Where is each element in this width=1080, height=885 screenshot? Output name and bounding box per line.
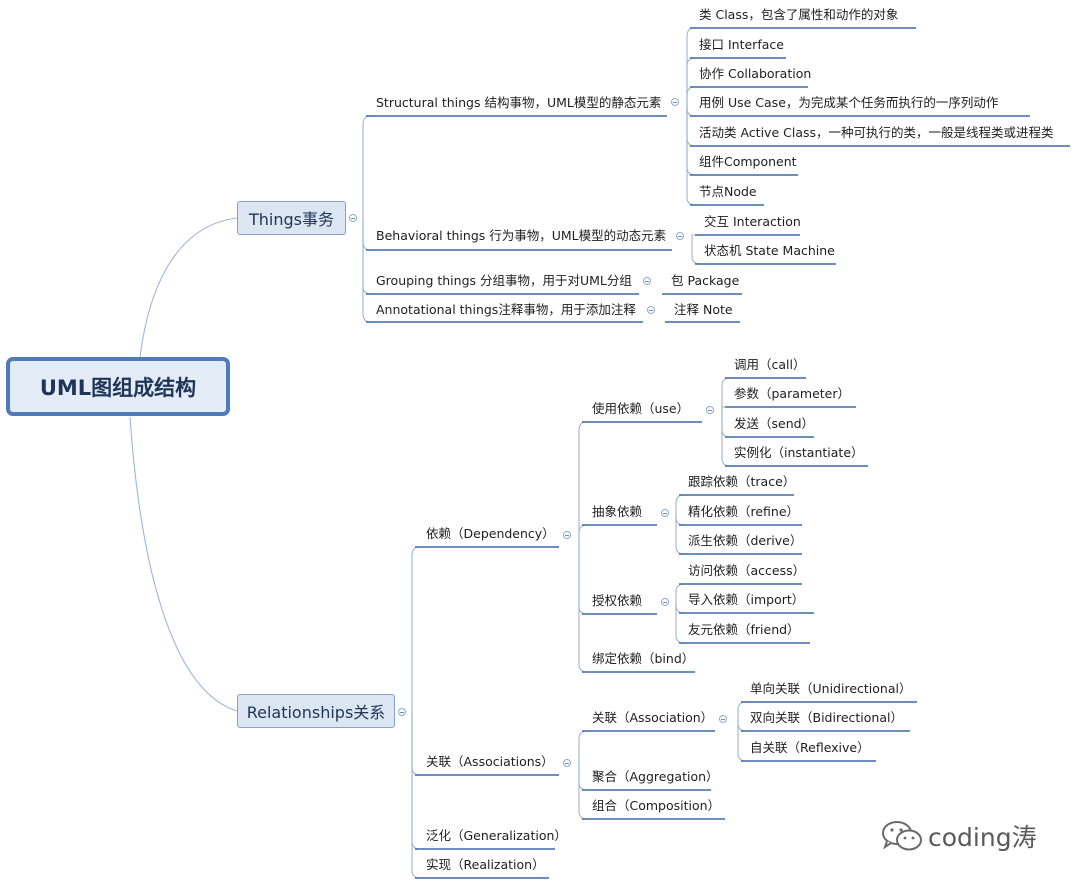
package-leaf[interactable]: 包 Package [671, 273, 740, 288]
connector-line [411, 711, 421, 776]
access-leaf[interactable]: 访问依赖（access） [688, 563, 806, 578]
call-leaf[interactable]: 调用（call） [734, 357, 806, 372]
connector-line [362, 218, 372, 323]
connector-line [578, 535, 588, 615]
connector-line [675, 513, 685, 526]
connector-line [578, 524, 588, 535]
wechat-icon [882, 821, 922, 851]
connector-line [686, 102, 696, 147]
connector-line [362, 115, 372, 218]
refine-leaf[interactable]: 精化依赖（refine） [688, 504, 800, 519]
collapse-toggle-icon[interactable] [643, 277, 651, 285]
use-dependency-node[interactable]: 使用依赖（use） [592, 401, 690, 416]
collapse-toggle-icon[interactable] [349, 214, 357, 222]
connector-line [691, 236, 701, 265]
derive-leaf[interactable]: 派生依赖（derive） [688, 533, 803, 548]
collapse-toggle-icon[interactable] [706, 406, 714, 414]
connector-line [578, 763, 588, 791]
class-leaf[interactable]: 类 Class，包含了属性和动作的对象 [699, 7, 899, 22]
connector-line [578, 730, 588, 763]
behavioral-things-node[interactable]: Behavioral things 行为事物，UML模型的动态元素 [376, 228, 667, 243]
connector-line [686, 57, 696, 102]
connector-line [721, 410, 731, 438]
bind-dependency-node[interactable]: 绑定依赖（bind） [592, 651, 695, 666]
relationships-node[interactable]: Relationships关系 [237, 694, 395, 728]
bidirectional-leaf[interactable]: 双向关联（Bidirectional） [750, 710, 903, 725]
connector-line [578, 763, 588, 820]
abstraction-dependency-node[interactable]: 抽象依赖 [592, 504, 643, 519]
connector-line [737, 719, 747, 762]
association-node[interactable]: 关联（Association） [592, 710, 714, 725]
watermark-text: coding涛 [928, 823, 1037, 852]
collapse-toggle-icon[interactable] [661, 598, 669, 606]
state-machine-leaf[interactable]: 状态机 State Machine [704, 243, 835, 258]
collapse-toggle-icon[interactable] [647, 306, 655, 314]
connector-line [578, 421, 588, 535]
generalization-node[interactable]: 泛化（Generalization） [426, 828, 567, 843]
root-label: UML图组成结构 [39, 375, 197, 400]
root-node[interactable]: UML图组成结构 [6, 357, 230, 416]
use-case-leaf[interactable]: 用例 Use Case，为完成某个任务而执行的一序列动作 [699, 95, 999, 110]
connector-line [675, 583, 685, 602]
connector-line [411, 711, 421, 879]
connector-line [686, 86, 696, 102]
connector-line [675, 602, 685, 614]
grouping-things-node[interactable]: Grouping things 分组事物，用于对UML分组 [376, 273, 632, 288]
connector-line [675, 494, 685, 513]
active-class-leaf[interactable]: 活动类 Active Class，一种可执行的类，一般是线程类或进程类 [699, 125, 1054, 140]
connector-line [139, 217, 238, 358]
trace-leaf[interactable]: 跟踪依赖（trace） [688, 474, 796, 489]
collapse-toggle-icon[interactable] [563, 759, 571, 767]
annotational-things-node[interactable]: Annotational things注释事物，用于添加注释 [376, 302, 636, 317]
connector-line [362, 218, 372, 295]
note-leaf[interactable]: 注释 Note [674, 302, 733, 317]
connector-line [675, 602, 685, 644]
component-leaf[interactable]: 组件Component [699, 154, 797, 169]
instantiate-leaf[interactable]: 实例化（instantiate） [734, 445, 864, 460]
connector-line [675, 513, 685, 555]
dependency-node[interactable]: 依赖（Dependency） [426, 526, 555, 541]
connector-line [686, 102, 696, 117]
connector-line [411, 711, 421, 850]
composition-node[interactable]: 组合（Composition） [592, 798, 721, 813]
interface-leaf[interactable]: 接口 Interface [699, 37, 784, 52]
permission-dependency-node[interactable]: 授权依赖 [592, 593, 643, 608]
things-node[interactable]: Things事务 [237, 201, 346, 235]
associations-node[interactable]: 关联（Associations） [426, 754, 554, 769]
connector-line [721, 410, 731, 467]
interaction-leaf[interactable]: 交互 Interaction [704, 214, 801, 229]
collapse-toggle-icon[interactable] [398, 708, 406, 716]
connector-line [737, 701, 747, 719]
connector-line [411, 546, 421, 711]
connector-line [578, 535, 588, 673]
things-label: Things事务 [249, 210, 334, 229]
connector-line [737, 719, 747, 732]
aggregation-node[interactable]: 聚合（Aggregation） [592, 769, 719, 784]
node-leaf[interactable]: 节点Node [699, 184, 757, 199]
structural-things-node[interactable]: Structural things 结构事物，UML模型的静态元素 [376, 95, 662, 110]
relationships-label: Relationships关系 [246, 703, 386, 722]
send-leaf[interactable]: 发送（send） [734, 416, 815, 431]
collapse-toggle-icon[interactable] [563, 531, 571, 539]
connector-line [691, 234, 695, 236]
realization-node[interactable]: 实现（Realization） [426, 857, 545, 872]
collapse-toggle-icon[interactable] [676, 232, 684, 240]
import-leaf[interactable]: 导入依赖（import） [688, 592, 805, 607]
connector-line [721, 406, 725, 410]
friend-leaf[interactable]: 友元依赖（friend） [688, 622, 800, 637]
collapse-toggle-icon[interactable] [671, 98, 679, 106]
connector-line [362, 218, 372, 251]
connector-line [721, 377, 731, 410]
connector-line [686, 102, 696, 206]
reflexive-leaf[interactable]: 自关联（Reflexive） [750, 740, 870, 755]
parameter-leaf[interactable]: 参数（parameter） [734, 386, 850, 401]
collapse-toggle-icon[interactable] [719, 715, 727, 723]
collaboration-leaf[interactable]: 协作 Collaboration [699, 66, 812, 81]
watermark: coding涛 [880, 818, 1037, 854]
collapse-toggle-icon[interactable] [661, 509, 669, 517]
connector-line [129, 416, 238, 712]
unidirectional-leaf[interactable]: 单向关联（Unidirectional） [750, 681, 912, 696]
